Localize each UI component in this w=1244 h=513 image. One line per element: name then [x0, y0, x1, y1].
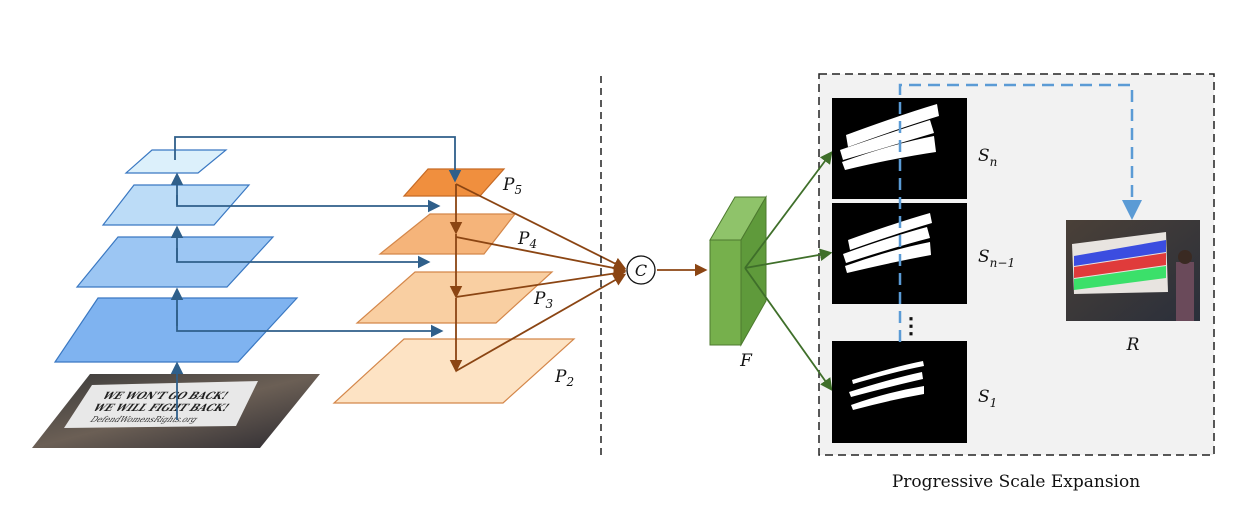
feature-map-c2	[75, 236, 275, 288]
fusion-label: F	[739, 351, 753, 371]
kernel-s1	[832, 341, 967, 443]
brown-connections	[449, 183, 708, 373]
input-banner-line-2: WE WILL FIGHT BACK!	[89, 401, 233, 413]
concat-node: C	[626, 255, 656, 285]
feature-map-p3	[355, 271, 554, 324]
bottom-up-pyramid	[53, 149, 299, 363]
pse-caption: Progressive Scale Expansion	[892, 472, 1140, 492]
label-p2: P2	[554, 367, 574, 389]
label-p5: P5	[502, 175, 522, 197]
label-sn-1: Sn−1	[978, 247, 1015, 270]
feature-map-p4	[378, 213, 517, 255]
input-banner-line-3: DefendWomensRights.org	[87, 416, 199, 425]
label-s1: S1	[978, 387, 997, 410]
input-banner-line-1: WE WON'T GO BACK!	[98, 389, 232, 401]
label-p4: P4	[517, 229, 537, 251]
top-down-pyramid	[332, 168, 576, 404]
feature-map-c3	[101, 184, 251, 226]
green-connections	[744, 150, 833, 392]
vertical-ellipsis: ⋮	[900, 313, 922, 339]
feature-map-p5	[402, 168, 506, 197]
expansion-path	[898, 83, 1142, 342]
label-p3: P3	[533, 289, 553, 311]
p-labels: P5 P4 P3 P2	[502, 175, 574, 389]
result-image: R	[1066, 220, 1200, 355]
feature-map-c1	[53, 297, 299, 363]
label-sn: Sn	[978, 146, 997, 169]
kernel-labels: Sn Sn−1 S1	[978, 146, 1015, 410]
blue-connections	[170, 136, 462, 420]
concat-symbol: C	[635, 261, 647, 280]
feature-map-c4	[124, 149, 228, 174]
result-label: R	[1126, 335, 1140, 355]
input-image: WE WON'T GO BACK! WE WILL FIGHT BACK! De…	[32, 374, 320, 448]
feature-map-p2	[332, 338, 576, 404]
fusion-feature: F	[709, 195, 767, 371]
